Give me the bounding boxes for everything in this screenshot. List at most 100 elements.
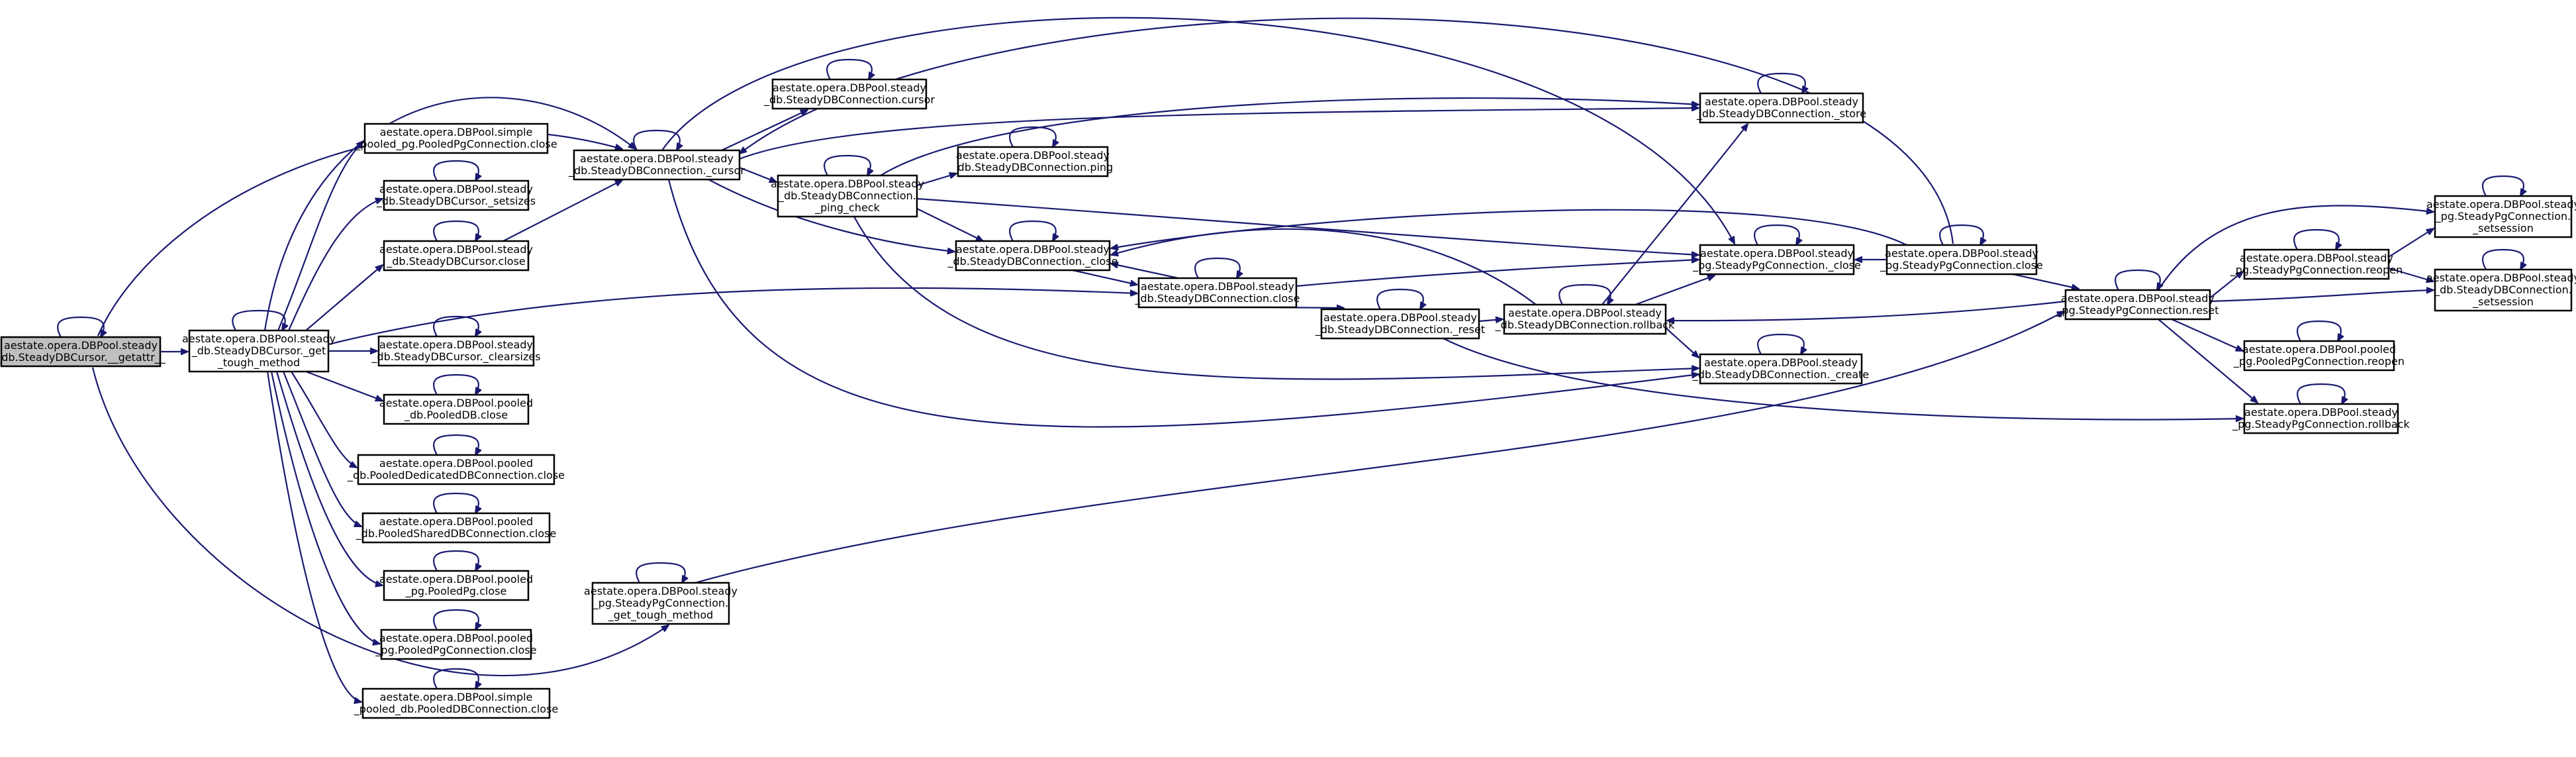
node-pooled-dedicated-close[interactable]: aestate.opera.DBPool.pooled_db.PooledDed… [347,454,565,485]
edge-pg_reset-to-db_setsession [2209,290,2434,303]
node-setsizes[interactable]: aestate.opera.DBPool.steady_db.SteadyDBC… [376,179,536,211]
node-label-line: _pg.SteadyPgConnection._close [1692,259,1861,272]
edge-conn_cursor_priv-to-conn_create [667,179,1699,428]
node-label-line: _pooled_db.PooledDBConnection.close [354,703,559,716]
node-pg-get-tough[interactable]: aestate.opera.DBPool.steady_pg.SteadyPgC… [584,581,738,625]
edge-pooled_db_close-to-pooled_db_close [433,374,479,395]
edge-cursor_close-to-conn_cursor_priv [502,180,622,242]
edge-clearsizes-to-clearsizes [433,315,479,336]
node-label-line: _setsession [2472,222,2534,235]
node-label-line: _db.SteadyDBConnection.cursor [763,93,935,107]
edge-ping_check-to-ping [916,174,957,187]
node-label-line: aestate.opera.DBPool.steady [584,585,738,597]
node-label-line: _db.SteadyDBConnection._reset [1315,323,1485,336]
node-box [1699,353,1863,385]
edge-ping-to-ping [1009,126,1056,147]
node-pooled-pg-close[interactable]: aestate.opera.DBPool.pooled_pg.PooledPg.… [379,570,533,601]
edge-pooled_pg_close-to-pooled_pg_close [433,550,479,571]
node-conn-reset[interactable]: aestate.opera.DBPool.steady_db.SteadyDBC… [1315,308,1485,340]
node-label-line: _pg.SteadyPgConnection. [2435,210,2571,223]
node-clearsizes[interactable]: aestate.opera.DBPool.steady_db.SteadyDBC… [371,335,541,367]
node-label-line: aestate.opera.DBPool.pooled [379,515,533,528]
node-label-line: aestate.opera.DBPool.steady [2244,406,2398,419]
node-label-line: _pg.PooledPg.close [405,585,507,598]
node-label-line: _db.SteadyDBConnection._store [1696,107,1866,121]
node-label-line: _db.PooledDB.close [404,409,508,422]
node-pg-close[interactable]: aestate.opera.DBPool.steady_pg.SteadyPgC… [1880,244,2043,276]
node-label-line: aestate.opera.DBPool.pooled [379,573,533,585]
node-label-line: aestate.opera.DBPool.steady [1885,247,2038,260]
node-db-setsession[interactable]: aestate.opera.DBPool.steady_db.SteadyDBC… [2426,268,2576,312]
node-ping-check[interactable]: aestate.opera.DBPool.steady_db.SteadyDBC… [771,174,924,218]
edge-get_tough-to-setsizes [287,199,383,331]
node-simple-pg-close[interactable]: aestate.opera.DBPool.simple_pooled_pg.Po… [354,123,557,154]
edge-conn_cursor_priv-to-pg_close_priv [661,17,1735,244]
edge-conn_cursor_priv-to-ping_check [739,166,777,182]
edge-conn_create-to-conn_create [1757,333,1804,354]
edge-conn_store-to-conn_store [1757,72,1805,93]
node-label-line: aestate.opera.DBPool.steady [580,152,734,165]
edge-pg_setsession-to-pg_setsession [2482,175,2524,196]
node-box [2243,340,2395,372]
node-conn-cursor-priv[interactable]: aestate.opera.DBPool.steady_db.SteadyDBC… [568,149,745,181]
node-pooled-pg-reopen[interactable]: aestate.opera.DBPool.pooled_pg.PooledPgC… [2233,340,2405,372]
node-label-line: _pg.PooledPgConnection.reopen [2233,355,2405,368]
node-get-tough[interactable]: aestate.opera.DBPool.steady_db.SteadyDBC… [182,329,336,373]
node-label-line: _db.SteadyDBConnection.close [1135,292,1300,305]
edge-conn_cursor_priv-to-conn_store [739,108,1699,160]
node-pooled-pgconn-close[interactable]: aestate.opera.DBPool.pooled_pg.PooledPgC… [375,629,537,660]
node-pg-reset[interactable]: aestate.opera.DBPool.steady_pg.SteadyPgC… [2056,289,2219,321]
node-pooled-db-close[interactable]: aestate.opera.DBPool.pooled_db.PooledDB.… [379,393,533,425]
node-label-line: aestate.opera.DBPool.pooled [2242,343,2396,356]
edge-conn_rollback-to-conn_close_priv [1111,228,1537,305]
node-conn-rollback[interactable]: aestate.opera.DBPool.steady_db.SteadyDBC… [1495,303,1675,335]
node-label-line: _pg.SteadyPgConnection.reset [2056,304,2218,317]
node-label-line: aestate.opera.DBPool.steady [2426,272,2576,284]
edge-conn_close-to-pg_close_priv [1296,260,1699,287]
node-conn-store[interactable]: aestate.opera.DBPool.steady_db.SteadyDBC… [1696,92,1866,124]
node-ping[interactable]: aestate.opera.DBPool.steady_db.SteadyDBC… [952,146,1114,177]
node-label-line: aestate.opera.DBPool.steady [379,183,533,195]
node-simple-db-close[interactable]: aestate.opera.DBPool.simple_pooled_db.Po… [354,687,559,719]
node-cursor-close[interactable]: aestate.opera.DBPool.steady_db.SteadyDBC… [379,240,533,272]
node-pg-close-priv[interactable]: aestate.opera.DBPool.steady_pg.SteadyPgC… [1692,244,1861,276]
node-label-line: aestate.opera.DBPool.steady [1141,280,1294,293]
edge-conn_close-to-conn_close_priv [1111,264,1179,279]
node-pg-reopen[interactable]: aestate.opera.DBPool.steady_pg.SteadyPgC… [2230,248,2403,280]
edge-pooled_shared_close-to-pooled_shared_close [433,492,479,513]
node-label-line: _db.SteadyDBConnection._close [947,255,1118,268]
edge-get_tough-to-pooled_pgconn_close [270,371,380,644]
node-label-line: aestate.opera.DBPool.steady [4,339,158,352]
edge-get_tough-to-conn_cursor_priv [263,97,636,331]
node-label-line: _get_tough_method [608,609,714,622]
node-label-line: _db.SteadyDBCursor._get [191,344,326,358]
node-pg-setsession[interactable]: aestate.opera.DBPool.steady_pg.SteadyPgC… [2426,195,2576,238]
node-conn-close[interactable]: aestate.opera.DBPool.steady_db.SteadyDBC… [1135,277,1300,309]
node-label-line: aestate.opera.DBPool.steady [1704,356,1858,369]
node-conn-close-priv[interactable]: aestate.opera.DBPool.steady_db.SteadyDBC… [947,240,1118,272]
edge-get_tough-to-cursor_close [305,265,383,331]
edge-pooled_dedicated_close-to-pooled_dedicated_close [433,434,479,455]
edge-get_tough-to-simple_pg_close [277,141,363,331]
node-label-line: _db.PooledSharedDBConnection.close [356,527,557,540]
node-label-line: _pg.SteadyPgConnection.reopen [2230,264,2403,277]
node-box [383,393,530,425]
node-box [188,329,330,373]
node-getattr[interactable]: aestate.opera.DBPool.steady_db.SteadyDBC… [0,336,166,368]
node-conn-cursor[interactable]: aestate.opera.DBPool.steady_db.SteadyDBC… [763,78,935,110]
node-pooled-shared-close[interactable]: aestate.opera.DBPool.pooled_db.PooledSha… [356,512,557,544]
edge-pg_reopen-to-db_setsession [2388,267,2434,281]
node-label-line: aestate.opera.DBPool.steady [2061,292,2215,305]
edge-ping_check-to-conn_close_priv [916,208,983,241]
node-conn-create[interactable]: aestate.opera.DBPool.steady_db.SteadyDBC… [1692,353,1870,385]
node-box [361,512,551,544]
edge-ping_check-to-conn_create [853,216,1699,380]
edge-get_tough-to-get_tough [232,309,285,330]
edge-conn_cursor_priv-to-conn_cursor_priv [633,129,680,150]
edge-conn_rollback-to-conn_store [1601,124,1748,305]
node-label-line: _pg.SteadyPgConnection. [593,597,729,610]
edge-get_tough-to-pooled_dedicated_close [291,371,357,468]
node-pg-rollback[interactable]: aestate.opera.DBPool.steady_pg.SteadyPgC… [2232,403,2410,434]
edge-conn_rollback-to-pg_close_priv [1635,276,1715,306]
edge-db_setsession-to-db_setsession [2482,248,2524,270]
